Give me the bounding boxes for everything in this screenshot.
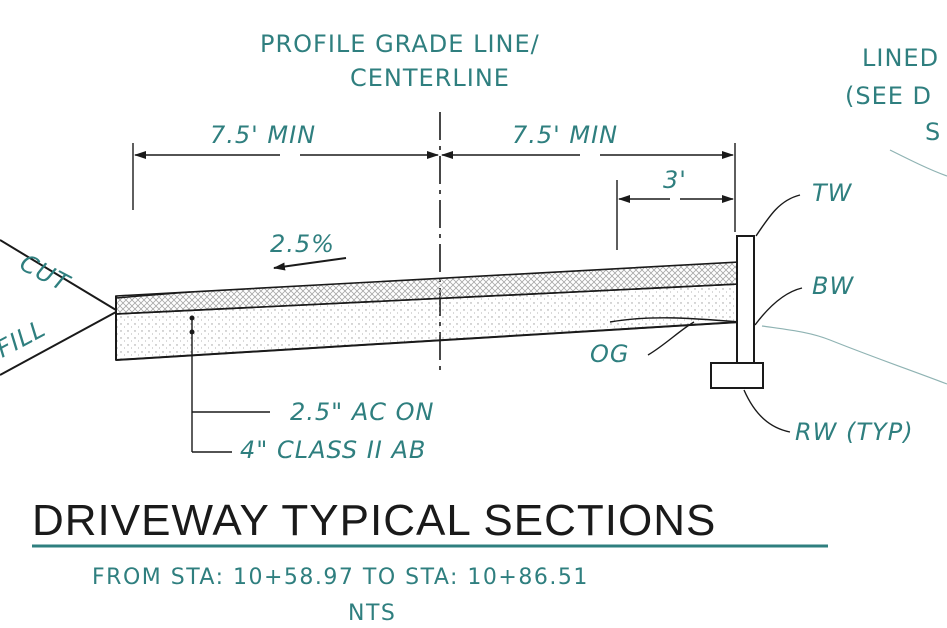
cut-slope-line xyxy=(0,239,117,311)
bw-leader xyxy=(754,287,803,326)
drawing-title: DRIVEWAY TYPICAL SECTIONS xyxy=(32,496,716,545)
lined-label-line1: LINED xyxy=(862,44,939,72)
original-ground-line-right xyxy=(761,325,947,385)
station-range: FROM STA: 10+58.97 TO STA: 10+86.51 xyxy=(92,565,589,590)
rw-label: RW (TYP) xyxy=(795,418,914,446)
cut-label: CUT xyxy=(15,249,75,299)
rw-leader xyxy=(743,389,791,433)
lined-label-line3: S xyxy=(925,118,941,146)
og-label: OG xyxy=(590,340,630,368)
pavement-top-shoulder xyxy=(115,291,191,299)
pavement-subgrade-line xyxy=(115,321,741,361)
lined-label-line2: (SEE D xyxy=(845,82,932,110)
pavement-callout-line1: 2.5" AC ON xyxy=(290,398,434,426)
dim-right-label: 7.5' MIN xyxy=(512,121,618,149)
original-ground-line xyxy=(609,317,741,323)
lined-ditch-leader xyxy=(889,149,947,177)
og-leader xyxy=(647,321,695,356)
profile-grade-label-line2: CENTERLINE xyxy=(350,64,510,92)
retaining-wall-footing xyxy=(710,362,764,389)
pave-leader-dot-1 xyxy=(189,315,195,321)
fill-label: FILL xyxy=(0,314,50,363)
profile-grade-label-line1: PROFILE GRADE LINE/ xyxy=(260,30,540,58)
pave-leader-dot-2 xyxy=(189,329,195,335)
fill-slope-line xyxy=(0,311,117,376)
retaining-wall-stem xyxy=(736,235,755,365)
dim-3ft-label: 3' xyxy=(663,166,687,194)
tw-label: TW xyxy=(812,179,853,207)
dim-left-label: 7.5' MIN xyxy=(210,121,316,149)
scale-note: NTS xyxy=(348,601,396,626)
bw-label: BW xyxy=(812,272,854,300)
tw-leader xyxy=(755,194,801,237)
slope-arrow xyxy=(273,257,347,271)
pavement-callout-line2: 4" CLASS II AB xyxy=(240,436,426,464)
slope-label: 2.5% xyxy=(270,230,335,258)
